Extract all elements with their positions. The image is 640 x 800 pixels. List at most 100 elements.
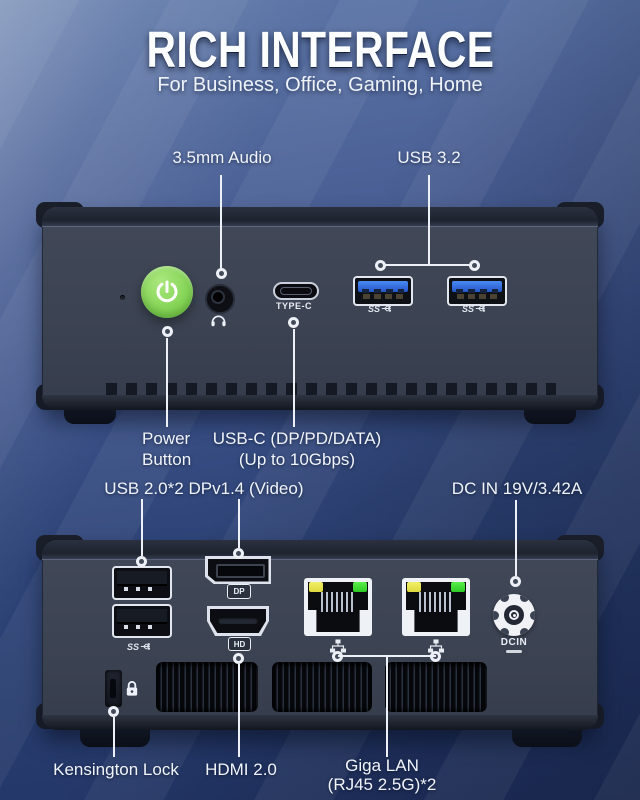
rj45-pins <box>419 592 453 612</box>
label-lan-line1: Giga LAN <box>345 756 419 775</box>
power-button <box>141 266 193 318</box>
label-dcin: DC IN 19V/3.42A <box>451 479 583 498</box>
ethernet-icon-1 <box>330 639 346 653</box>
label-usbc-line2: (Up to 10Gbps) <box>238 450 356 469</box>
dcin-fine-print <box>506 650 522 653</box>
callout-dot-usb32-right <box>469 260 480 271</box>
label-power-button: Power Button <box>142 428 232 470</box>
label-usbc-line1: USB-C (DP/PD/DATA) <box>212 429 382 448</box>
callout-dot-usbc <box>288 317 299 328</box>
dcin-marking: DCIN <box>500 637 528 648</box>
label-lan-line2: (RJ45 2.5G)*2 <box>327 774 437 794</box>
superspeed-trident-icon <box>140 643 150 650</box>
rear-foot-right <box>512 726 582 747</box>
label-usbc: USB-C (DP/PD/DATA) (Up to 10Gbps) <box>187 428 407 470</box>
callout-dot-dp <box>233 548 244 559</box>
front-foot-right <box>524 406 576 424</box>
displayport-slot <box>216 564 265 578</box>
usb-c-port <box>273 282 319 300</box>
mini-pc-rear-view: SS DP HD <box>42 540 598 730</box>
ethernet-icon-2 <box>428 639 444 653</box>
dp-badge: DP <box>227 584 251 599</box>
callout-dot-audio <box>216 268 227 279</box>
displayport-port <box>205 556 271 584</box>
superspeed-marking-2: SS <box>462 303 489 314</box>
superspeed-trident-icon <box>381 305 391 312</box>
type-c-marking: TYPE-C <box>275 301 312 311</box>
label-usb20: USB 2.0*2 <box>104 479 184 498</box>
front-foot-left <box>64 406 116 424</box>
usb-2-port-1 <box>112 566 172 600</box>
usb-3-port-1 <box>353 276 413 306</box>
superspeed-marking-1: SS <box>368 303 395 314</box>
callout-line-power <box>166 338 168 427</box>
dc-jack-pin <box>513 614 516 617</box>
label-power-line1: Power <box>142 429 191 448</box>
label-lan: Giga LAN (RJ45 2.5G)*2 <box>300 756 464 794</box>
callout-dot-lan-left <box>332 651 343 662</box>
page-subtitle: For Business, Office, Gaming, Home <box>157 74 483 96</box>
callout-line-usb20 <box>141 499 143 556</box>
label-dp: DPv1.4 (Video) <box>188 479 304 498</box>
rj45-pins <box>321 592 355 612</box>
audio-jack-port <box>205 284 235 314</box>
hdmi-port <box>207 606 269 636</box>
page-title: RICH INTERFACE <box>146 21 494 78</box>
label-usb-32: USB 3.2 <box>397 148 461 167</box>
usb-2-tongue <box>117 571 167 586</box>
callout-dot-hdmi <box>233 653 244 664</box>
callout-line-kensington <box>113 717 115 757</box>
superspeed-text: SS <box>462 303 475 314</box>
callout-line-lan-horizontal <box>338 655 436 657</box>
rear-vent-grille-2 <box>272 662 372 712</box>
callout-line-lan-vertical <box>386 657 388 757</box>
superspeed-marking-rear: SS <box>127 641 154 652</box>
usb-2-port-2 <box>112 604 172 638</box>
lan-led-yellow <box>407 582 421 592</box>
usb-3-contacts <box>363 294 403 299</box>
mini-pc-front-view: TYPE-C SS SS <box>42 207 598 410</box>
callout-dot-power <box>162 326 173 337</box>
rear-foot-left <box>80 726 150 747</box>
hdmi-slot <box>218 617 258 624</box>
kensington-lock-slot <box>105 670 122 707</box>
lan-led-green <box>353 582 367 592</box>
superspeed-trident-icon <box>475 305 485 312</box>
lan-port-1 <box>304 578 372 636</box>
usb-2-contacts <box>124 625 160 629</box>
lan-led-green <box>451 582 465 592</box>
usb-2-contacts <box>124 587 160 591</box>
rear-vent-grille-3 <box>385 662 487 712</box>
callout-line-usb32-vertical <box>428 175 430 265</box>
dc-jack-ring <box>509 610 519 620</box>
lan-led-yellow <box>309 582 323 592</box>
callout-dot-usb20 <box>136 556 147 567</box>
callout-line-audio <box>220 175 222 268</box>
front-vent-slots <box>106 383 556 395</box>
hdmi-badge: HD <box>228 637 251 651</box>
power-icon <box>156 280 178 303</box>
lan-port-2 <box>402 578 470 636</box>
callout-line-hdmi <box>238 664 240 757</box>
lock-icon <box>126 681 138 696</box>
callout-dot-kensington <box>108 706 119 717</box>
usb-3-port-2 <box>447 276 507 306</box>
callout-dot-dcin <box>510 576 521 587</box>
label-hdmi: HDMI 2.0 <box>205 760 277 779</box>
superspeed-text: SS <box>368 303 381 314</box>
power-led <box>120 295 125 300</box>
rear-vent-grille-1 <box>156 662 258 712</box>
callout-line-dp <box>238 499 240 548</box>
header: RICH INTERFACE <box>0 20 640 79</box>
dc-in-jack <box>493 594 535 636</box>
usb-3-contacts <box>457 294 497 299</box>
callout-line-usb32-horizontal <box>381 264 476 266</box>
label-kensington: Kensington Lock <box>53 760 179 779</box>
callout-line-usbc <box>293 329 295 427</box>
callout-line-dcin <box>515 500 517 576</box>
usb-2-tongue <box>117 609 167 624</box>
headphones-icon <box>211 315 226 327</box>
label-35mm-audio: 3.5mm Audio <box>172 148 272 167</box>
callout-dot-usb32-left <box>375 260 386 271</box>
